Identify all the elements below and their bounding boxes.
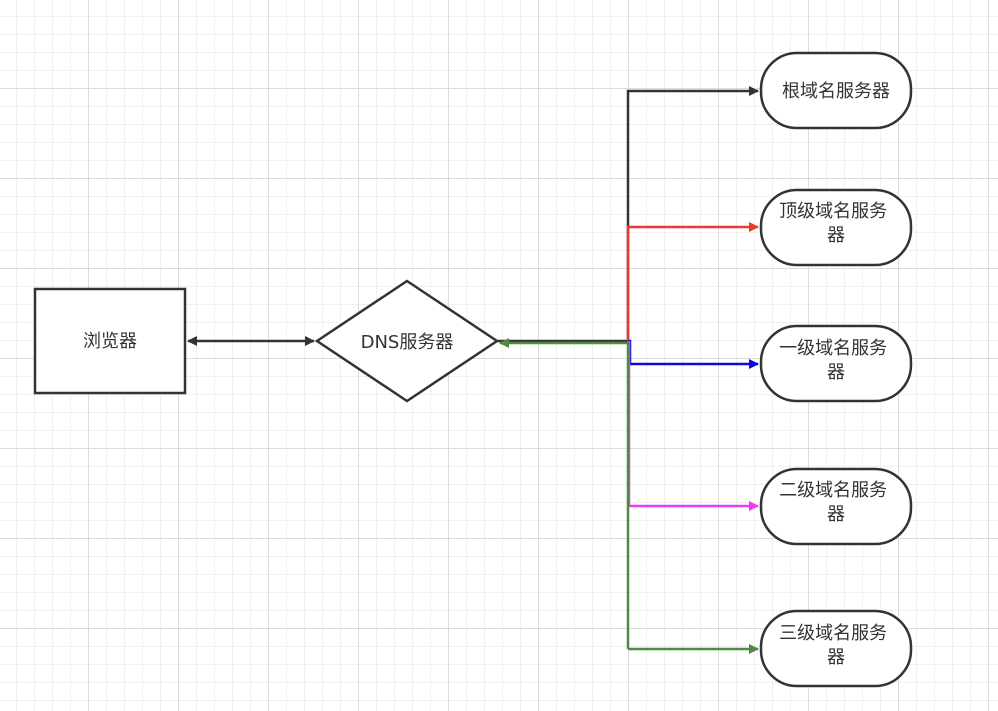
first-level-server-label-line2: 器 xyxy=(827,362,845,383)
first-level-server-label: 一级域名服务 器 xyxy=(779,338,893,383)
second-level-server-label: 二级域名服务 器 xyxy=(779,480,893,525)
root-server-node[interactable] xyxy=(759,51,913,130)
edge-dns-first-level xyxy=(628,339,759,369)
third-level-server-label-line1: 三级域名服务 xyxy=(779,623,887,644)
dns-server-node[interactable] xyxy=(314,279,500,403)
edge-dns-third-level xyxy=(499,338,630,649)
third-level-server-label-line2: 器 xyxy=(827,647,845,668)
browser-label: 浏览器 xyxy=(83,331,137,352)
top-level-server-label-line1: 顶级域名服务 xyxy=(779,201,887,222)
top-level-server-label-line2: 器 xyxy=(827,225,845,246)
third-level-server-label: 三级域名服务 器 xyxy=(779,623,893,668)
third-level-server-node[interactable] xyxy=(759,609,913,688)
edge-dns-second-level xyxy=(627,341,759,511)
root-server-label: 根域名服务器 xyxy=(782,81,890,102)
second-level-server-label-line2: 器 xyxy=(827,504,845,525)
browser-node[interactable] xyxy=(33,287,187,395)
first-level-server-node[interactable] xyxy=(759,324,913,403)
edge-dns-top-level xyxy=(626,222,759,341)
first-level-server-label-line1: 一级域名服务 xyxy=(779,338,887,359)
second-level-server-node[interactable] xyxy=(759,467,913,546)
edge-dns-root xyxy=(497,86,759,343)
top-level-server-label: 顶级域名服务 器 xyxy=(779,201,893,246)
second-level-server-label-line1: 二级域名服务 xyxy=(779,480,887,501)
top-level-server-node[interactable] xyxy=(759,188,913,267)
dns-server-label: DNS服务器 xyxy=(361,332,454,353)
